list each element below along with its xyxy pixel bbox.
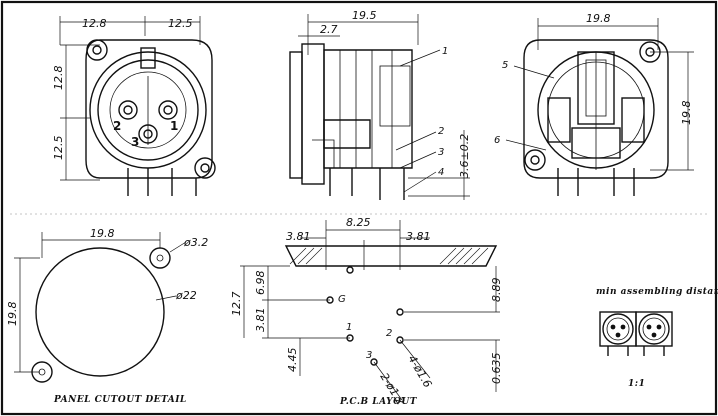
pcb-layout-view: 8.25 3.81 3.81 12.7 6.98 3.81 4.45 G 1 2… [230,216,503,407]
front-pin-2: 2 [113,119,121,133]
assembly-connector-left [599,311,637,356]
assembly-scale: 1:1 [628,379,645,389]
side-callout-1: 1 [442,46,448,57]
rear-dim-width: 19.8 [586,12,611,25]
side-dim-length: 19.5 [352,9,377,22]
pcb-hole-4: 4-ø1.6 [405,353,434,390]
pcb-title: P.C.B LAYOUT [339,397,418,407]
side-view: 19.5 2.7 1 2 3 4 3.6±0.2 [289,9,471,200]
panel-cutout-view: 19.8 19.8 ø3.2 ø22 PANEL CUTOUT DETAIL [6,227,208,405]
cutout-hole-small: ø3.2 [183,236,208,249]
side-callout-3: 3 [438,147,444,158]
pcb-pad-g: G [338,294,346,305]
front-pin-3: 3 [131,135,139,149]
side-dim-flange: 2.7 [320,23,338,36]
pcb-pad-3: 3 [366,350,372,361]
cutout-dim-height: 19.8 [6,302,19,327]
assembly-view: min assembling distance 1:1 [596,287,718,389]
pcb-dim-4-45: 4.45 [286,348,299,373]
cutout-dim-width: 19.8 [90,227,115,240]
front-dim-h-top: 12.8 [52,66,65,91]
assembly-connector-right [635,311,673,356]
rear-dim-height: 19.8 [680,101,693,126]
front-pin-1: 1 [170,119,178,133]
front-dim-h-bottom: 12.5 [52,136,65,161]
side-callout-4: 4 [438,167,444,178]
pcb-dim-12-7: 12.7 [230,292,243,317]
pcb-pad-2: 2 [386,328,392,339]
assembly-title: min assembling distance [596,287,718,297]
cutout-title: PANEL CUTOUT DETAIL [53,395,187,405]
pcb-dim-6-98: 6.98 [254,271,267,296]
rear-callout-5: 5 [502,60,508,71]
pcb-dim-8-89: 8.89 [490,278,503,303]
rear-callout-6: 6 [494,135,500,146]
front-view: 12.8 12.5 12.8 12.5 2 1 3 [52,16,216,196]
front-dim-w-left: 12.8 [82,17,107,30]
pcb-dim-right: 3.81 [406,230,431,243]
rear-view: 19.8 19.8 5 6 [494,12,694,196]
pcb-pad-1: 1 [346,322,352,333]
front-dim-w-right: 12.5 [168,17,193,30]
pcb-dim-left: 3.81 [286,230,311,243]
side-callout-2: 2 [438,126,444,137]
pcb-dim-0-635: 0.635 [490,353,503,385]
side-dim-pin-height: 3.6±0.2 [458,134,471,178]
pcb-dim-3-81-v: 3.81 [254,308,267,333]
cutout-hole-large: ø22 [175,289,197,302]
pcb-dim-top: 8.25 [346,216,371,229]
